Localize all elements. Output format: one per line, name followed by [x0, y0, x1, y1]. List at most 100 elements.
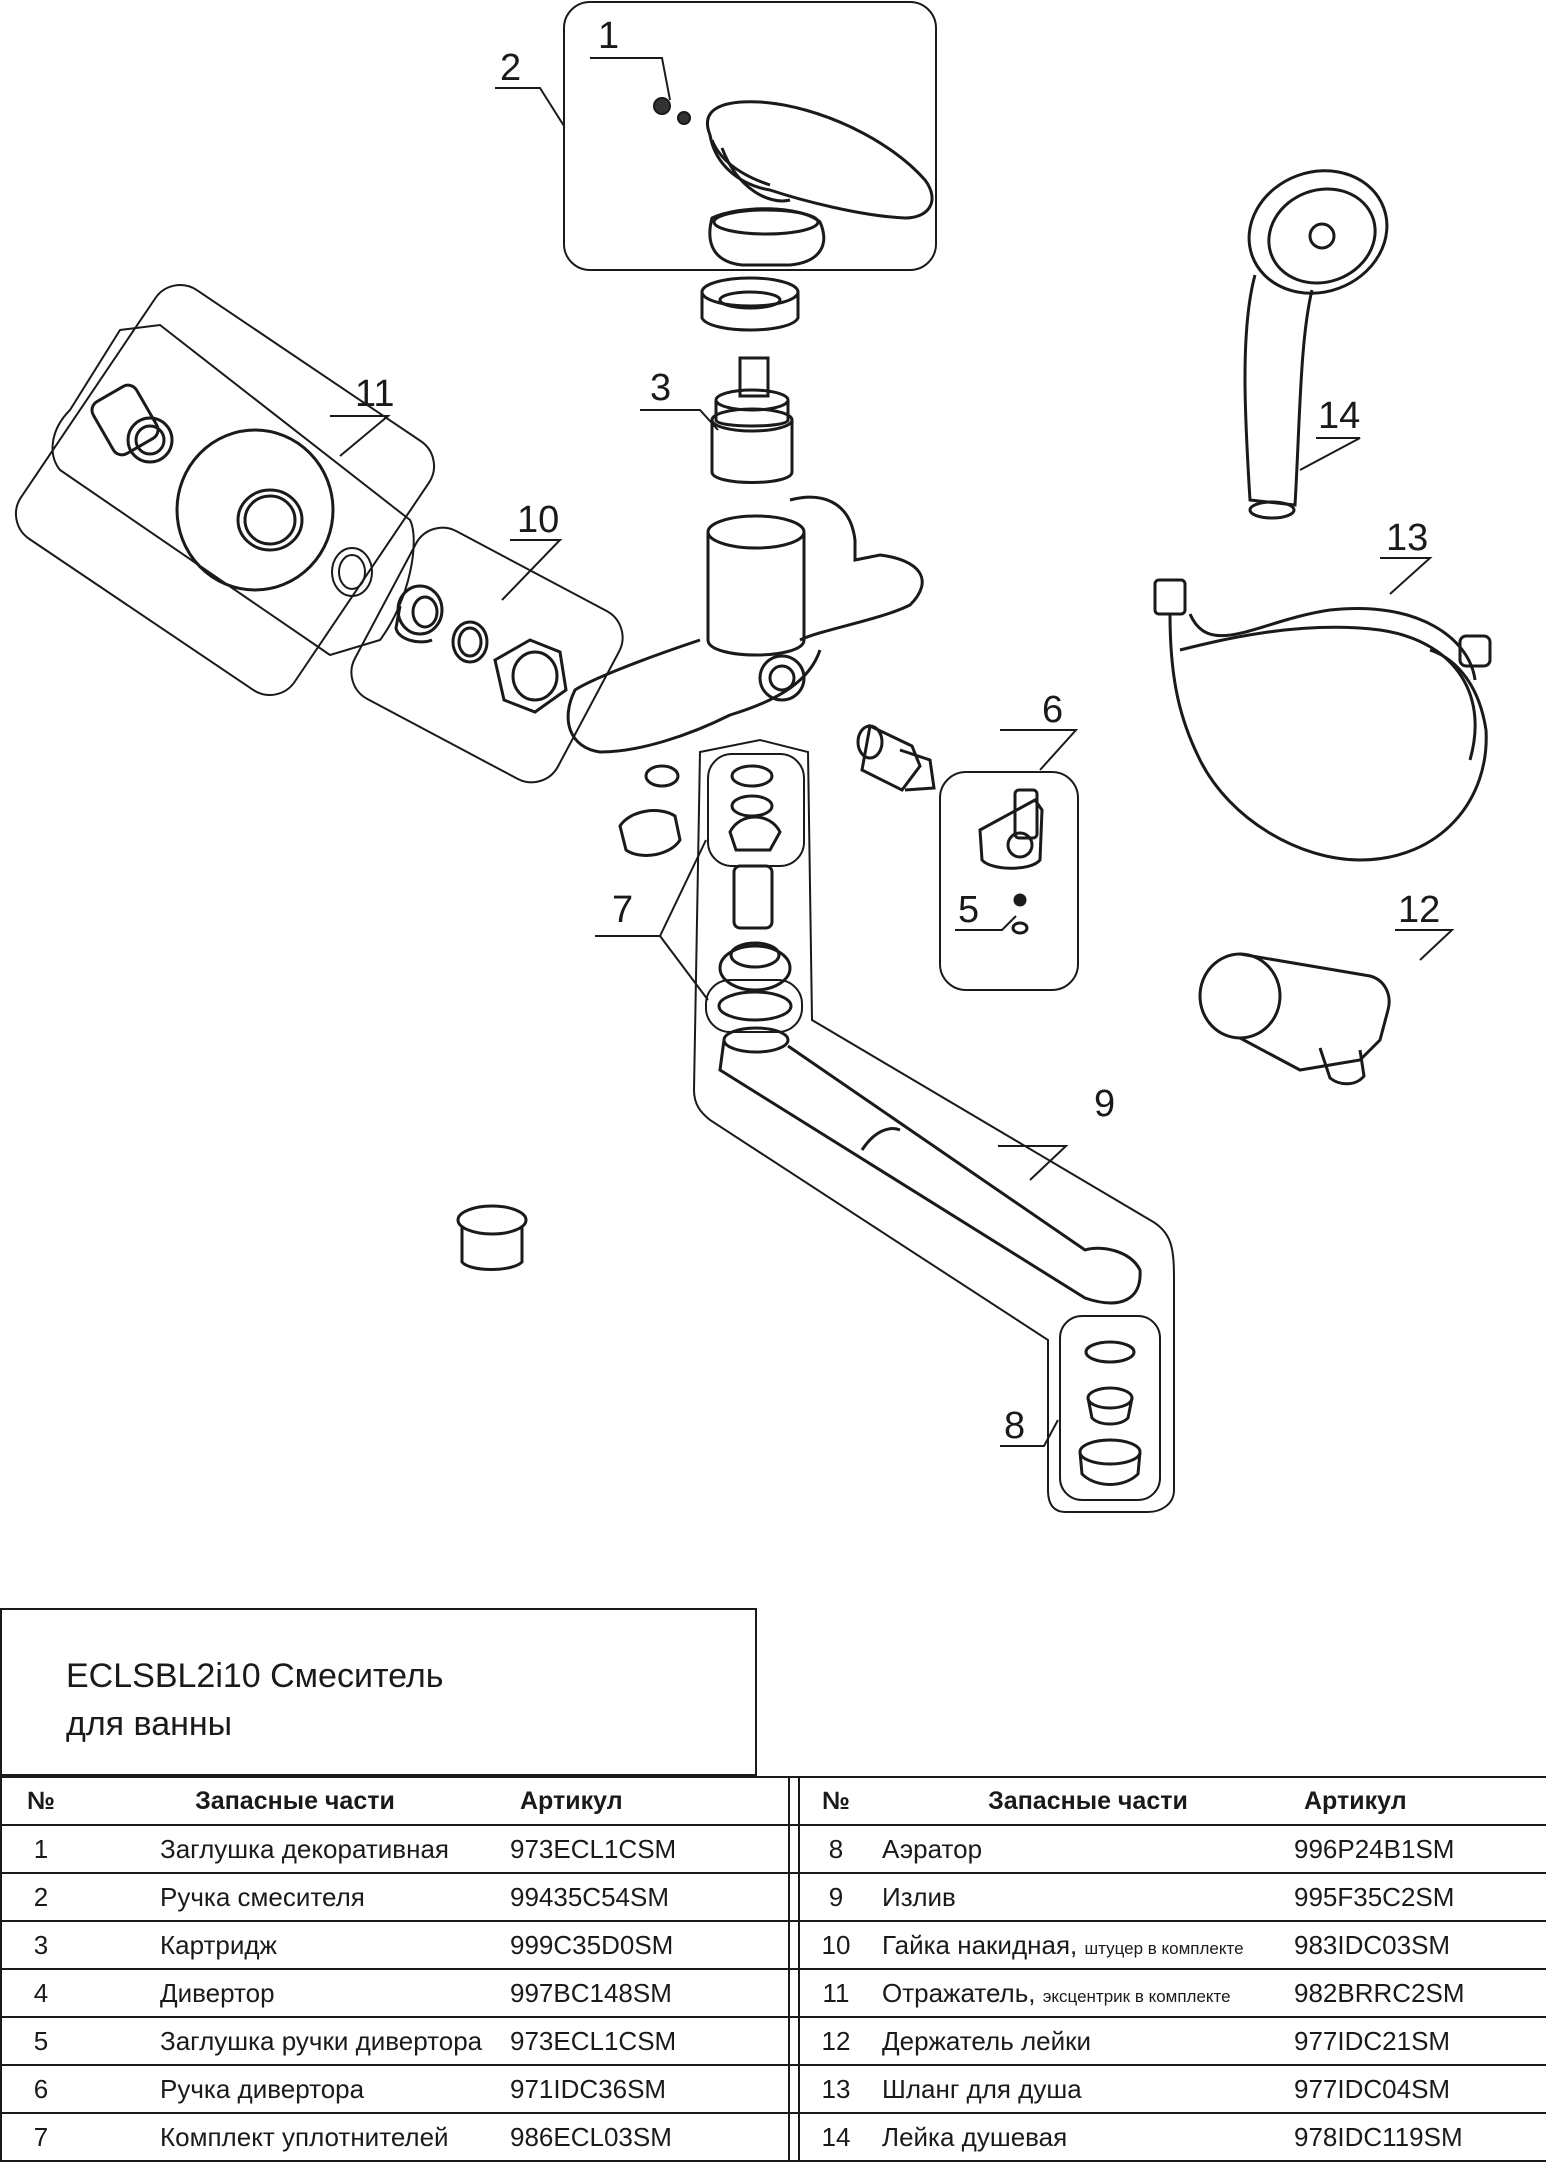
row-name-text: Отражатель,	[882, 1977, 1036, 2008]
row-no: 5	[1, 2017, 80, 2066]
header-no: №	[1, 1776, 80, 1826]
row-name-text: Аэратор	[882, 1833, 983, 1864]
row-no: 4	[1, 1969, 80, 2018]
callout-leaders	[330, 57, 1455, 1447]
aerator-group	[1059, 1315, 1161, 1501]
row-sku: 986ECL03SM	[510, 2113, 799, 2162]
callout-11: 11	[355, 373, 394, 415]
spout-group	[692, 738, 1175, 1513]
row-name: Шланг для душа	[882, 2065, 1294, 2114]
seal-kit-group	[618, 753, 805, 1033]
callout-6: 6	[1042, 689, 1063, 731]
row-sku: 983IDC03SM	[1294, 1921, 1546, 1970]
row-no: 2	[1, 1873, 80, 1922]
row-sku: 977IDC21SM	[1294, 2017, 1546, 2066]
row-name: Заглушка декоративная	[80, 1825, 510, 1874]
shower-holder-part	[1198, 952, 1391, 1086]
callout-8: 8	[1004, 1405, 1025, 1447]
reflector-group	[14, 284, 436, 696]
row-no: 14	[789, 2113, 882, 2162]
shower-hose-part	[1153, 578, 1492, 862]
row-sku: 99435C54SM	[510, 1873, 799, 1922]
union-nut-group-box	[350, 526, 624, 784]
mixer-body-part	[566, 495, 924, 754]
callout-14: 14	[1318, 395, 1360, 437]
eccentric-part	[90, 383, 174, 464]
decorative-plug-part	[653, 97, 691, 125]
diverter-handle-group-box	[939, 771, 1079, 991]
aerator-group-box	[1059, 1315, 1161, 1501]
row-sku: 982BRRC2SM	[1294, 1969, 1546, 2018]
row-no: 1	[1, 1825, 80, 1874]
callout-13: 13	[1386, 517, 1428, 559]
row-name-text: Держатель лейки	[882, 2025, 1092, 2056]
spout-part	[718, 1026, 1142, 1305]
row-sku: 978IDC119SM	[1294, 2113, 1546, 2162]
row-no: 9	[789, 1873, 882, 1922]
header-name: Запасные части	[80, 1776, 510, 1826]
row-name: Лейка душевая	[882, 2113, 1294, 2162]
row-name: Излив	[882, 1873, 1294, 1922]
header-name: Запасные части	[882, 1776, 1294, 1826]
sleeve-part	[456, 1204, 528, 1271]
callout-2: 2	[500, 47, 521, 89]
row-name: Отражатель, эксцентрик в комплекте	[882, 1969, 1294, 2018]
row-note: штуцер в комплекте	[1084, 1938, 1244, 1958]
table-header-row: № Запасные части Артикул	[789, 1776, 1546, 1826]
header-sku: Артикул	[510, 1776, 799, 1826]
seal-kit-box-2	[705, 979, 803, 1033]
diverter-part	[856, 723, 936, 792]
row-sku: 996P24B1SM	[1294, 1825, 1546, 1874]
row-sku: 973ECL1CSM	[510, 1825, 799, 1874]
row-name: Ручка дивертора	[80, 2065, 510, 2114]
row-sku: 973ECL1CSM	[510, 2017, 799, 2066]
row-sku: 995F35C2SM	[1294, 1873, 1546, 1922]
cartridge-nut-part	[700, 276, 800, 332]
row-no: 11	[789, 1969, 882, 2018]
row-no: 12	[789, 2017, 882, 2066]
callout-7: 7	[612, 889, 633, 931]
row-note: эксцентрик в комплекте	[1042, 1986, 1231, 2006]
row-no: 13	[789, 2065, 882, 2114]
title-line-1: ECLSBL2i10 Смеситель	[66, 1657, 444, 1695]
title-box: ECLSBL2i10 Смеситель для ванны	[0, 1608, 757, 1776]
row-name-text: Шланг для душа	[882, 2073, 1082, 2104]
callout-10: 10	[517, 499, 559, 541]
row-name: Ручка смесителя	[80, 1873, 510, 1922]
row-sku: 971IDC36SM	[510, 2065, 799, 2114]
callout-9: 9	[1094, 1083, 1115, 1125]
exploded-parts-diagram: 1 2 3 11 10 6 5 7 9 8 14 13 12	[14, 1, 1492, 1513]
row-name: Гайка накидная, штуцер в комплекте	[882, 1921, 1294, 1970]
row-no: 3	[1, 1921, 80, 1970]
hand-shower-part	[1243, 169, 1389, 520]
row-name: Аэратор	[882, 1825, 1294, 1874]
callout-labels: 1 2 3 11 10 6 5 7 9 8 14 13 12	[355, 15, 1440, 1447]
row-no: 8	[789, 1825, 882, 1874]
row-sku: 999C35D0SM	[510, 1921, 799, 1970]
handle-group-box	[563, 1, 937, 271]
row-no: 10	[789, 1921, 882, 1970]
row-name-text: Гайка накидная,	[882, 1929, 1078, 1960]
row-name-text: Лейка душевая	[882, 2121, 1068, 2152]
callout-3: 3	[650, 367, 671, 409]
cartridge-part	[710, 356, 794, 484]
row-name: Держатель лейки	[882, 2017, 1294, 2066]
header-no: №	[789, 1776, 882, 1826]
row-name: Заглушка ручки дивертора	[80, 2017, 510, 2066]
